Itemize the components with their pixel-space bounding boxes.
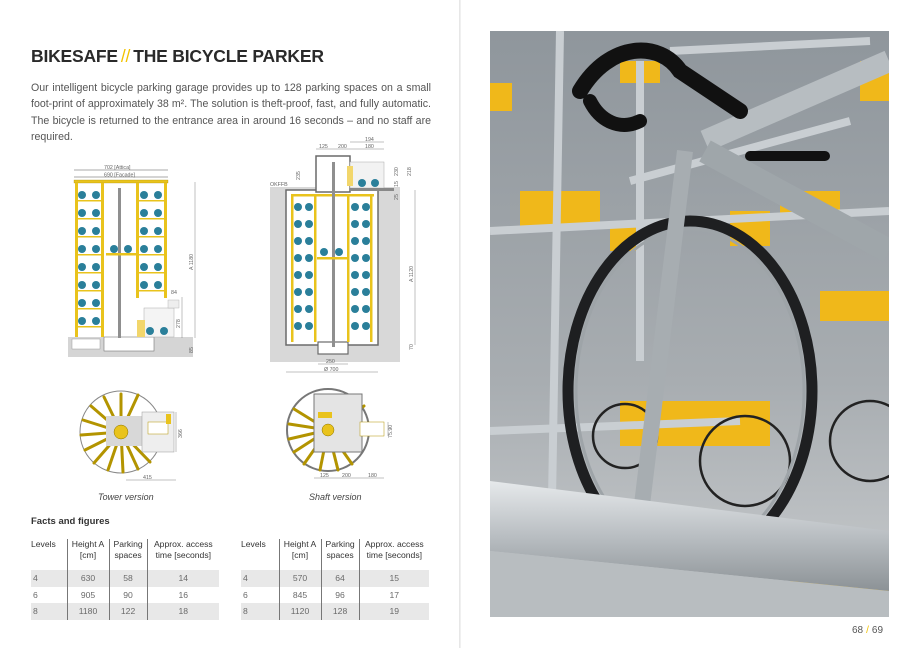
col-header-height: Height A[cm]	[278, 539, 321, 570]
shaft-caption: Shaft version	[309, 492, 362, 502]
page-numbers: 68/69	[852, 625, 883, 636]
tower-dim-height: A 1180	[189, 254, 195, 270]
bicycle-parking-photo	[490, 31, 889, 617]
shaft-elevation-diagram: 125 200 194 180 OKFFB 235 230 15 218 25 …	[262, 132, 430, 377]
title-separator: //	[120, 46, 131, 66]
shaft-dim-bottom-1: 250	[326, 359, 335, 365]
shaft-plan-dim-a: 125	[320, 473, 329, 479]
title-text: THE BICYCLE PARKER	[133, 46, 324, 66]
shaft-dim-top-d: 180	[365, 144, 374, 150]
shaft-dim-top-a: 125	[319, 144, 328, 150]
tower-dim-entry-height: 278	[176, 319, 182, 328]
tower-elevation-diagram: 702 [Attica] 690 [Facade]	[60, 150, 220, 365]
shaft-dim-right-4: 25	[394, 194, 400, 200]
tower-dim-base: 85	[189, 347, 195, 353]
tower-bike-slots-left	[75, 191, 104, 328]
shaft-plan-dim-c: 180	[368, 473, 377, 479]
tower-plan-diagram: 366 415	[76, 386, 186, 488]
page-number-separator: /	[866, 625, 869, 636]
tower-dim-top-2: 690 [Facade]	[104, 173, 135, 179]
tower-bike-slots-right	[136, 191, 167, 292]
facts-title: Facts and figures	[31, 516, 110, 527]
shaft-dim-left: 235	[296, 171, 302, 180]
shaft-dim-right-2: 15	[394, 181, 400, 187]
page-number-right: 69	[871, 625, 884, 636]
intro-paragraph: Our intelligent bicycle parking garage p…	[31, 82, 431, 143]
tower-dim-top-1: 702 [Attica]	[104, 165, 131, 171]
tower-plan-dim-width: 415	[143, 475, 152, 481]
shaft-plan-dim-side: 75.90	[388, 425, 394, 438]
shaft-dim-top-c: 194	[365, 137, 374, 143]
tower-plan-dim-height: 366	[178, 429, 184, 438]
shaft-plan-dim-b: 200	[342, 473, 351, 479]
col-header-height: Height A[cm]	[66, 539, 109, 570]
shaft-bike-slots	[294, 203, 370, 330]
page-number-left: 68	[852, 625, 864, 636]
shaft-level-label: OKFFB	[270, 182, 288, 188]
steel-rail	[490, 481, 889, 591]
tower-dim-entry-width: 84	[171, 290, 177, 296]
col-header-levels: Levels	[241, 539, 266, 549]
page-gutter	[459, 0, 461, 648]
shaft-dim-bottom-2: Ø 700	[324, 367, 338, 373]
shaft-dim-right-1: 230	[394, 167, 400, 176]
tower-caption: Tower version	[98, 492, 154, 502]
col-header-levels: Levels	[31, 539, 56, 549]
page-title: BIKESAFE//THE BICYCLE PARKER	[31, 46, 324, 67]
shaft-plan-diagram: 75.90 125 200 180	[284, 384, 394, 486]
shaft-dim-height: A 1120	[409, 266, 415, 282]
title-brand: BIKESAFE	[31, 46, 118, 66]
shaft-dim-top-b: 200	[338, 144, 347, 150]
shaft-dim-right-3: 218	[407, 167, 413, 176]
shaft-dim-base: 70	[409, 344, 415, 350]
